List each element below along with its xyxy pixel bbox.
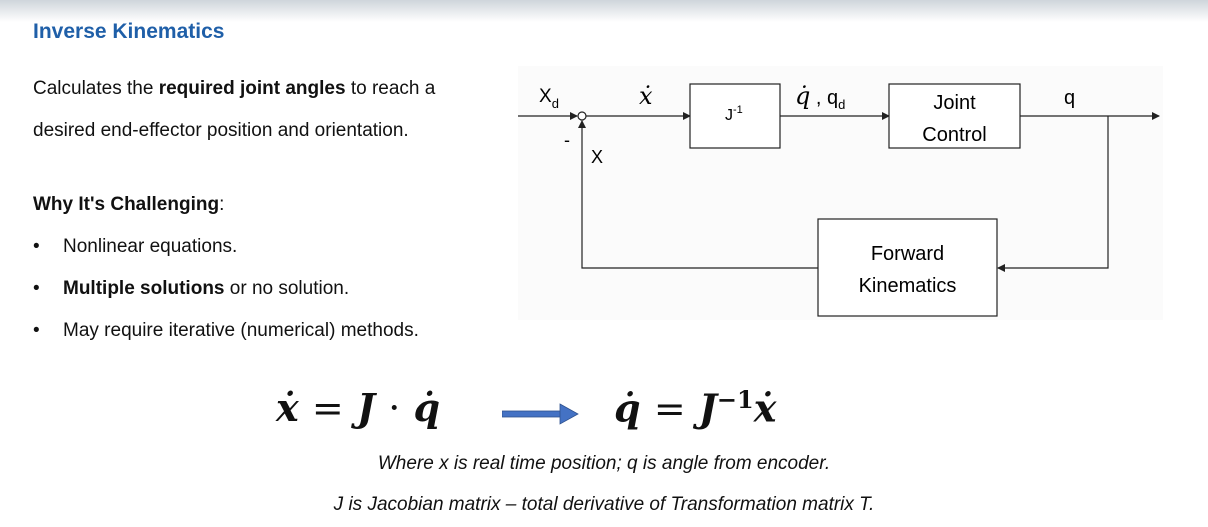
- block-diagram: Xd - X ẋ J-1 q̇ , qd Joint Control q For…: [518, 66, 1163, 320]
- intro-bold: required joint angles: [158, 78, 346, 99]
- minus-sign: -: [564, 130, 570, 150]
- eq-qdot: q̇: [614, 385, 641, 431]
- bullet-dot: •: [33, 320, 40, 341]
- intro-text-1: Calculates the: [33, 78, 159, 99]
- feedback-arrow-in: [997, 116, 1109, 272]
- caption-line-1: Where x is real time position; q is angl…: [377, 453, 831, 474]
- equation-inverse: q̇ = J−1ẋ: [614, 385, 776, 431]
- bullet-bold: Multiple solutions: [63, 278, 225, 299]
- summing-junction: [577, 111, 587, 121]
- forward-kinematics-line1: Forward: [871, 243, 944, 265]
- bullet-dot: •: [33, 278, 40, 299]
- forward-kinematics-block: [817, 218, 998, 317]
- bullet-rest: Nonlinear equations.: [63, 236, 238, 257]
- jacobian-inverse-label: J-1: [725, 104, 743, 124]
- input-label: Xd: [539, 86, 559, 111]
- joint-control-block: [888, 83, 1021, 149]
- eq-equals: =: [311, 386, 344, 430]
- eq-dot: ·: [388, 386, 401, 430]
- feedback-arrow-out: [578, 120, 818, 269]
- eq-jacobian: J: [356, 385, 375, 430]
- caption-line-2: J is Jacobian matrix – total derivative …: [333, 494, 875, 515]
- why-label: Why It's Challenging: [33, 194, 220, 215]
- implies-arrow-icon: [501, 400, 582, 435]
- bullet-dot: •: [33, 236, 40, 257]
- joint-control-line2: Control: [922, 124, 986, 146]
- why-colon: :: [219, 194, 225, 215]
- output-label: q: [1064, 87, 1075, 109]
- bullet-text: May require iterative (numerical) method…: [63, 320, 419, 342]
- xdot-label: ẋ: [639, 82, 653, 110]
- bullet-text: Nonlinear equations.: [63, 236, 237, 258]
- bullet-rest: May require iterative (numerical) method…: [63, 320, 419, 341]
- bullet-text: Multiple solutions or no solution.: [63, 278, 349, 300]
- bullet-rest: or no solution.: [224, 278, 350, 299]
- intro-paragraph: Calculates the required joint angles to …: [33, 68, 493, 152]
- equation-forward: ẋ = J · q̇: [276, 385, 440, 430]
- eq-xdot: ẋ: [753, 385, 777, 431]
- eq-qdot: q̇: [413, 385, 441, 430]
- feedback-label: X: [591, 147, 603, 167]
- forward-kinematics-line2: Kinematics: [859, 275, 957, 297]
- why-heading: Why It's Challenging:: [33, 194, 224, 216]
- joint-control-line1: Joint: [933, 92, 976, 114]
- top-bar: [0, 0, 1208, 22]
- eq-equals: =: [653, 386, 686, 431]
- jacobian-inverse-block: [689, 83, 781, 149]
- qdot-qd-label: q̇ , qd: [795, 82, 845, 112]
- eq-xdot: ẋ: [276, 385, 299, 430]
- slide-title: Inverse Kinematics: [33, 20, 225, 43]
- intro-text-2: to reach a desired end-effector position…: [33, 78, 436, 141]
- eq-inverse-exponent: −1: [716, 385, 754, 414]
- eq-jacobian: J: [698, 385, 717, 431]
